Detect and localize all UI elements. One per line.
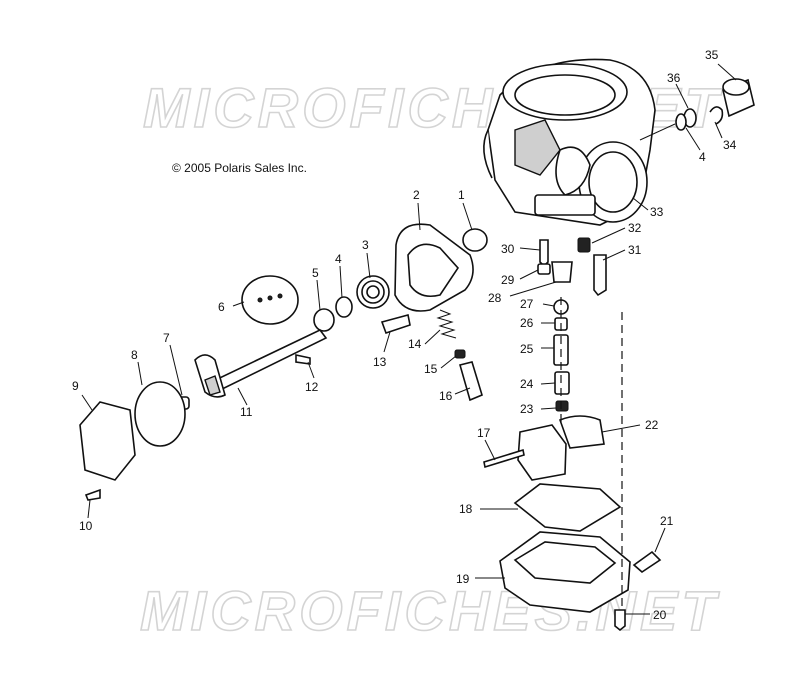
screw-12 xyxy=(295,354,311,365)
sleeve-35 xyxy=(722,78,755,118)
callout-4: 4 xyxy=(335,252,342,266)
ring-15 xyxy=(454,349,466,359)
callout-27: 27 xyxy=(520,297,534,311)
gasket-18 xyxy=(513,483,622,532)
jet-29 xyxy=(537,263,551,275)
cover-9 xyxy=(79,401,136,481)
callout-30: 30 xyxy=(501,242,515,256)
callout-28: 28 xyxy=(488,291,502,305)
seal-4-right xyxy=(675,113,687,131)
top-cover-2 xyxy=(394,223,474,312)
callout-34: 34 xyxy=(723,138,737,152)
callout-1: 1 xyxy=(458,188,465,202)
callout-8: 8 xyxy=(131,348,138,362)
callout-23: 23 xyxy=(520,402,534,416)
callout-3: 3 xyxy=(362,238,369,252)
callout-33: 33 xyxy=(650,205,664,219)
callout-26: 26 xyxy=(520,316,534,330)
screw-20 xyxy=(614,609,626,632)
callout-18: 18 xyxy=(459,502,473,516)
callout-15: 15 xyxy=(424,362,438,376)
callout-29: 29 xyxy=(501,273,515,287)
callout-11: 11 xyxy=(240,405,253,419)
callout-14: 14 xyxy=(408,337,422,351)
callout-16: 16 xyxy=(439,389,453,403)
leader-lines xyxy=(81,63,737,615)
carburetor-body xyxy=(483,58,656,226)
needle-jet-24 xyxy=(554,371,570,395)
callout-31: 31 xyxy=(628,243,642,257)
washer-5 xyxy=(313,308,335,332)
spring-14 xyxy=(436,309,457,339)
pin-17 xyxy=(483,448,525,469)
screw-21 xyxy=(632,550,662,574)
callout-7: 7 xyxy=(163,331,170,345)
main-jet-23 xyxy=(555,400,569,412)
plug-13 xyxy=(380,314,411,335)
shaft-11 xyxy=(194,328,328,398)
needle-jet-28 xyxy=(551,261,573,283)
gasket-8 xyxy=(134,381,186,447)
diaphragm-6 xyxy=(241,275,299,325)
callout-32: 32 xyxy=(628,221,642,235)
callout-22: 22 xyxy=(645,418,659,432)
callout-21: 21 xyxy=(660,514,674,528)
callout-24: 24 xyxy=(520,377,534,391)
callout-20: 20 xyxy=(653,608,667,622)
screw-10 xyxy=(84,488,101,501)
callout-9: 9 xyxy=(72,379,79,393)
callout-19: 19 xyxy=(456,572,470,586)
callout-10: 10 xyxy=(79,519,93,533)
seal-4-left xyxy=(335,296,353,318)
callout-13: 13 xyxy=(373,355,387,369)
callout-25: 25 xyxy=(520,342,534,356)
watermark-bottom: MICROFICHES.NET xyxy=(140,579,720,642)
callout-36: 36 xyxy=(667,71,681,85)
screw-31 xyxy=(593,254,607,297)
callout-35: 35 xyxy=(705,48,719,62)
callout-4-right: 4 xyxy=(699,150,706,164)
callout-6: 6 xyxy=(218,300,225,314)
callout-2: 2 xyxy=(413,188,420,202)
callout-17: 17 xyxy=(477,426,491,440)
callout-12: 12 xyxy=(305,380,319,394)
screw-30 xyxy=(539,239,549,268)
callouts: 1 2 3 4 5 6 7 8 9 10 11 12 13 14 15 16 1… xyxy=(72,48,737,622)
callout-5: 5 xyxy=(312,266,319,280)
clip-34 xyxy=(709,106,724,125)
oring-1 xyxy=(462,228,488,252)
jet-32 xyxy=(577,237,591,253)
float-22 xyxy=(517,415,605,481)
spring-3 xyxy=(356,275,390,309)
screw-16 xyxy=(459,361,483,402)
float-bowl-19 xyxy=(499,531,631,613)
copyright-text: © 2005 Polaris Sales Inc. xyxy=(172,161,307,175)
